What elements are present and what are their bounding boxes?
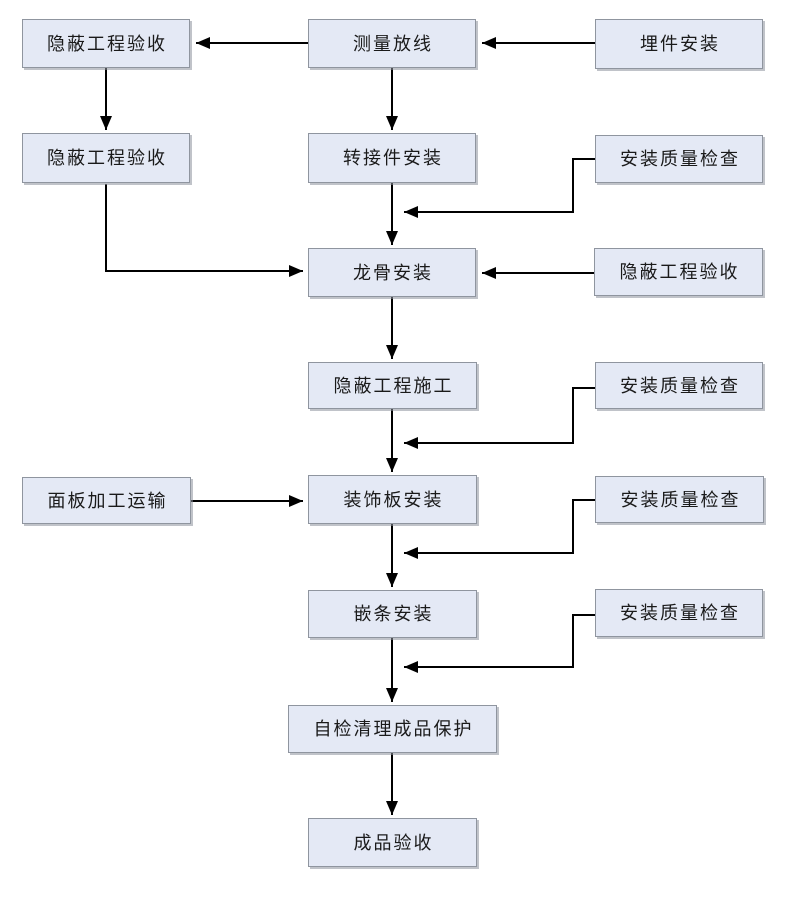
flow-node-label: 隐蔽工程验收 bbox=[47, 33, 167, 54]
flow-node-label: 龙骨安装 bbox=[353, 262, 433, 283]
flow-node-label: 安装质量检查 bbox=[620, 149, 740, 169]
flow-node-survey-setting-out: 测量放线 bbox=[308, 19, 476, 68]
flow-node-hidden-works-acceptance-2: 隐蔽工程验收 bbox=[22, 133, 190, 183]
flow-node-label: 装饰板安装 bbox=[343, 489, 444, 510]
flow-node-hidden-works-acceptance-1: 隐蔽工程验收 bbox=[22, 19, 190, 68]
flow-node-label: 安装质量检查 bbox=[620, 603, 740, 623]
flow-node-trim-strip-install: 嵌条安装 bbox=[308, 590, 477, 638]
flow-node-install-quality-check-3: 安装质量检查 bbox=[595, 476, 764, 523]
flow-node-label: 自检清理成品保护 bbox=[313, 719, 474, 739]
flow-node-label: 隐蔽工程施工 bbox=[333, 375, 454, 396]
flow-node-label: 隐蔽工程验收 bbox=[47, 148, 167, 168]
flow-node-adapter-install: 转接件安装 bbox=[308, 133, 476, 183]
flow-node-embedded-parts-install: 埋件安装 bbox=[595, 19, 763, 69]
flow-node-hidden-works-acceptance-3: 隐蔽工程验收 bbox=[594, 248, 763, 296]
flow-node-label: 测量放线 bbox=[353, 33, 433, 54]
flow-node-decorative-panel-install: 装饰板安装 bbox=[308, 475, 477, 524]
flow-node-hidden-works-construction: 隐蔽工程施工 bbox=[308, 362, 477, 409]
flow-node-finished-product-acceptance: 成品验收 bbox=[308, 818, 477, 867]
flow-node-label: 安装质量检查 bbox=[620, 489, 741, 510]
flow-node-label: 成品验收 bbox=[353, 832, 434, 853]
flow-node-label: 隐蔽工程验收 bbox=[619, 262, 740, 282]
flow-node-label: 面板加工运输 bbox=[47, 490, 168, 511]
flow-node-label: 安装质量检查 bbox=[620, 375, 740, 396]
flow-node-label: 转接件安装 bbox=[343, 148, 443, 168]
flow-arrow-hidden2-to-keel bbox=[105, 184, 303, 277]
flow-node-install-quality-check-4: 安装质量检查 bbox=[595, 589, 763, 637]
flow-node-label: 嵌条安装 bbox=[353, 604, 434, 624]
flow-node-label: 埋件安装 bbox=[640, 34, 720, 54]
flow-node-keel-install: 龙骨安装 bbox=[308, 248, 476, 297]
flow-node-self-check-cleanup-protect: 自检清理成品保护 bbox=[288, 705, 497, 753]
flow-node-panel-processing-transport: 面板加工运输 bbox=[22, 477, 191, 524]
flow-node-install-quality-check-1: 安装质量检查 bbox=[595, 135, 763, 183]
flow-node-install-quality-check-2: 安装质量检查 bbox=[595, 362, 763, 409]
